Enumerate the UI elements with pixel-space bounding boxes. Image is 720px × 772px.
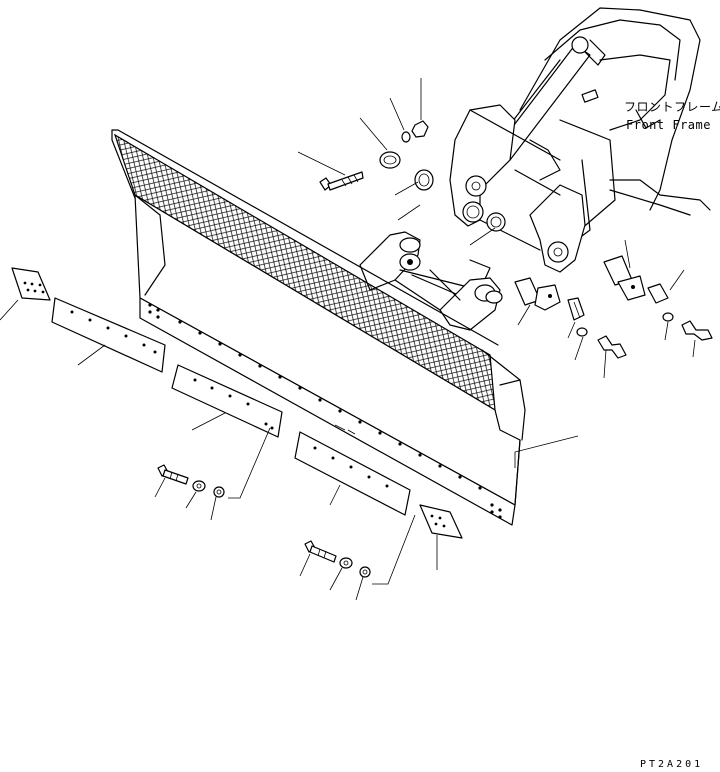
front-frame-label-jp: フロントフレーム (624, 100, 720, 114)
fasteners (157, 120, 713, 578)
cutting-edge-segments (11, 267, 463, 539)
blade (111, 129, 526, 526)
cutting-edge-holes (148, 303, 502, 519)
front-frame (449, 7, 711, 273)
leader-lines (0, 78, 696, 601)
drawing-code: PT2A201 (640, 759, 704, 770)
front-frame-label-en: Front Frame (626, 118, 711, 132)
